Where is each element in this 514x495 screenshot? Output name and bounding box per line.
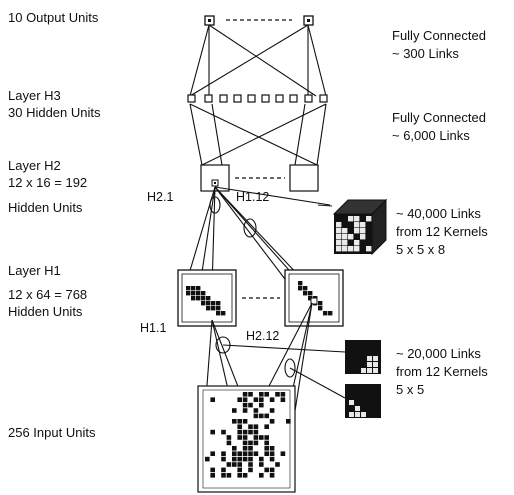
h3-unit [205, 95, 212, 102]
layer-h2-size: 12 x 16 = 192 [8, 175, 87, 190]
h3-unit [276, 95, 283, 102]
layer-h3-title: Layer H3 [8, 88, 61, 103]
layer-h3-row [188, 95, 327, 102]
input-image [198, 386, 295, 492]
kernel-5x5x8-cube [318, 200, 386, 254]
layer-h1-size: 12 x 64 = 768 [8, 287, 87, 302]
input-units-label: 256 Input Units [8, 425, 96, 440]
h3-unit [220, 95, 227, 102]
h3-unit [248, 95, 255, 102]
fc2-title: Fully Connected [392, 110, 486, 125]
h3-unit [234, 95, 241, 102]
fc1-title: Fully Connected [392, 28, 486, 43]
kernel2-from: from 12 Kernels [396, 364, 488, 379]
fc-links-output-h3 [190, 25, 326, 96]
layer-h2-units: Hidden Units [8, 200, 83, 215]
h3-unit [320, 95, 327, 102]
h3-unit [290, 95, 297, 102]
layer-h1-maps [178, 270, 343, 326]
layer-h1-units: Hidden Units [8, 304, 83, 319]
kernel1-size: 5 x 5 x 8 [396, 242, 445, 257]
map-label-h1-12: H1.12 [236, 190, 269, 204]
h2-map-last [290, 165, 318, 191]
fc1-links: ~ 300 Links [392, 46, 459, 61]
layer-h1-title: Layer H1 [8, 263, 61, 278]
map-label-h2-1: H2.1 [147, 190, 173, 204]
map-label-h1-1: H1.1 [140, 321, 166, 335]
kernel2-links: ~ 20,000 Links [396, 346, 481, 361]
h3-unit [188, 95, 195, 102]
kernel-5x5-squares [345, 340, 381, 418]
layer-h3-units: 30 Hidden Units [8, 105, 101, 120]
fc-links-h3-h2 [190, 104, 326, 165]
fc2-links: ~ 6,000 Links [392, 128, 470, 143]
h3-unit [305, 95, 312, 102]
kernel1-from: from 12 Kernels [396, 224, 488, 239]
layer-h2-title: Layer H2 [8, 158, 61, 173]
h3-unit [262, 95, 269, 102]
kernel1-links: ~ 40,000 Links [396, 206, 481, 221]
kernel2-size: 5 x 5 [396, 382, 424, 397]
map-label-h2-12: H2.12 [246, 329, 279, 343]
output-layer [205, 16, 313, 25]
output-units-label: 10 Output Units [8, 10, 99, 25]
